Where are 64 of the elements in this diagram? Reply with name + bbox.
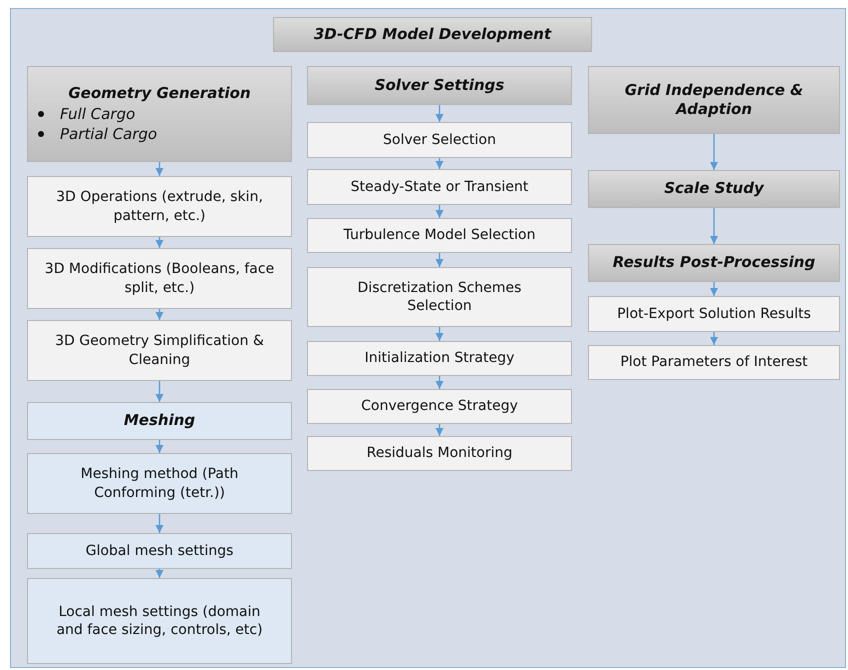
process-box — [588, 345, 840, 380]
process-box — [307, 218, 572, 253]
process-box — [307, 267, 572, 327]
box-heading: Scale Study — [664, 179, 764, 199]
box-text: Discretization Schemes Selection — [356, 278, 522, 316]
arrow — [156, 237, 164, 248]
arrow — [436, 205, 444, 218]
box-text: Meshing method (Path Conforming (tetr.)) — [80, 465, 240, 502]
process-box — [27, 533, 292, 569]
header-box — [27, 66, 292, 162]
header-box — [588, 244, 840, 282]
arrow — [436, 253, 444, 267]
process-box — [27, 578, 292, 664]
box-heading: Results Post-Processing — [612, 253, 816, 273]
box-text: Plot Parameters of Interest — [620, 353, 808, 372]
process-box — [307, 341, 572, 376]
process-box — [588, 296, 840, 332]
arrow — [710, 332, 718, 345]
box-text: Turbulence Model Selection — [344, 226, 536, 245]
box-text: 3D Geometry Simplification & Cleaning — [54, 332, 265, 369]
box-text: Steady-State or Transient — [350, 178, 528, 196]
arrow — [156, 309, 164, 320]
box-text: Plot-Export Solution Results — [617, 304, 811, 324]
process-box — [307, 169, 572, 205]
process-box — [27, 320, 292, 381]
arrow — [710, 134, 718, 170]
box-text: Global mesh settings — [86, 542, 234, 560]
process-box — [27, 248, 292, 309]
box-text: Solver Selection — [383, 130, 496, 150]
box-heading: 3D-CFD Model Development — [314, 24, 552, 44]
arrow — [156, 569, 164, 578]
box-text: Residuals Monitoring — [366, 444, 512, 463]
process-box — [27, 453, 292, 514]
arrow — [436, 105, 444, 122]
box-text: Initialization Strategy — [364, 349, 514, 368]
header-box — [307, 66, 572, 105]
process-box — [307, 389, 572, 424]
box-text: 3D Operations (extrude, skin, pattern, etc.) — [55, 188, 264, 225]
box-heading: Grid Independence & Adaption — [624, 80, 804, 120]
box-heading: Meshing — [124, 411, 196, 431]
arrow — [156, 162, 164, 176]
arrow — [156, 381, 164, 402]
arrow — [156, 440, 164, 453]
header-box — [588, 66, 840, 134]
box-text: 3D Modifications (Booleans, face split, etc.) — [44, 260, 274, 297]
process-box — [307, 122, 572, 158]
box-text: Local mesh settings (domain and face sizing, controls, etc) — [55, 602, 264, 640]
arrow — [156, 514, 164, 533]
arrow — [436, 158, 444, 169]
box-text: Convergence Strategy — [361, 397, 518, 416]
header-box — [273, 17, 592, 52]
bullet-item: Partial Cargo — [60, 124, 158, 144]
arrow — [710, 282, 718, 296]
process-box — [27, 176, 292, 237]
arrow — [710, 208, 718, 244]
process-box — [307, 436, 572, 471]
box-heading: Geometry Generation — [68, 84, 251, 104]
header-box — [27, 402, 292, 440]
arrow — [436, 327, 444, 341]
arrow — [436, 376, 444, 389]
box-heading: Solver Settings — [374, 76, 504, 96]
header-box — [588, 170, 840, 208]
arrow — [436, 424, 444, 436]
bullet-item: Full Cargo — [60, 104, 136, 124]
